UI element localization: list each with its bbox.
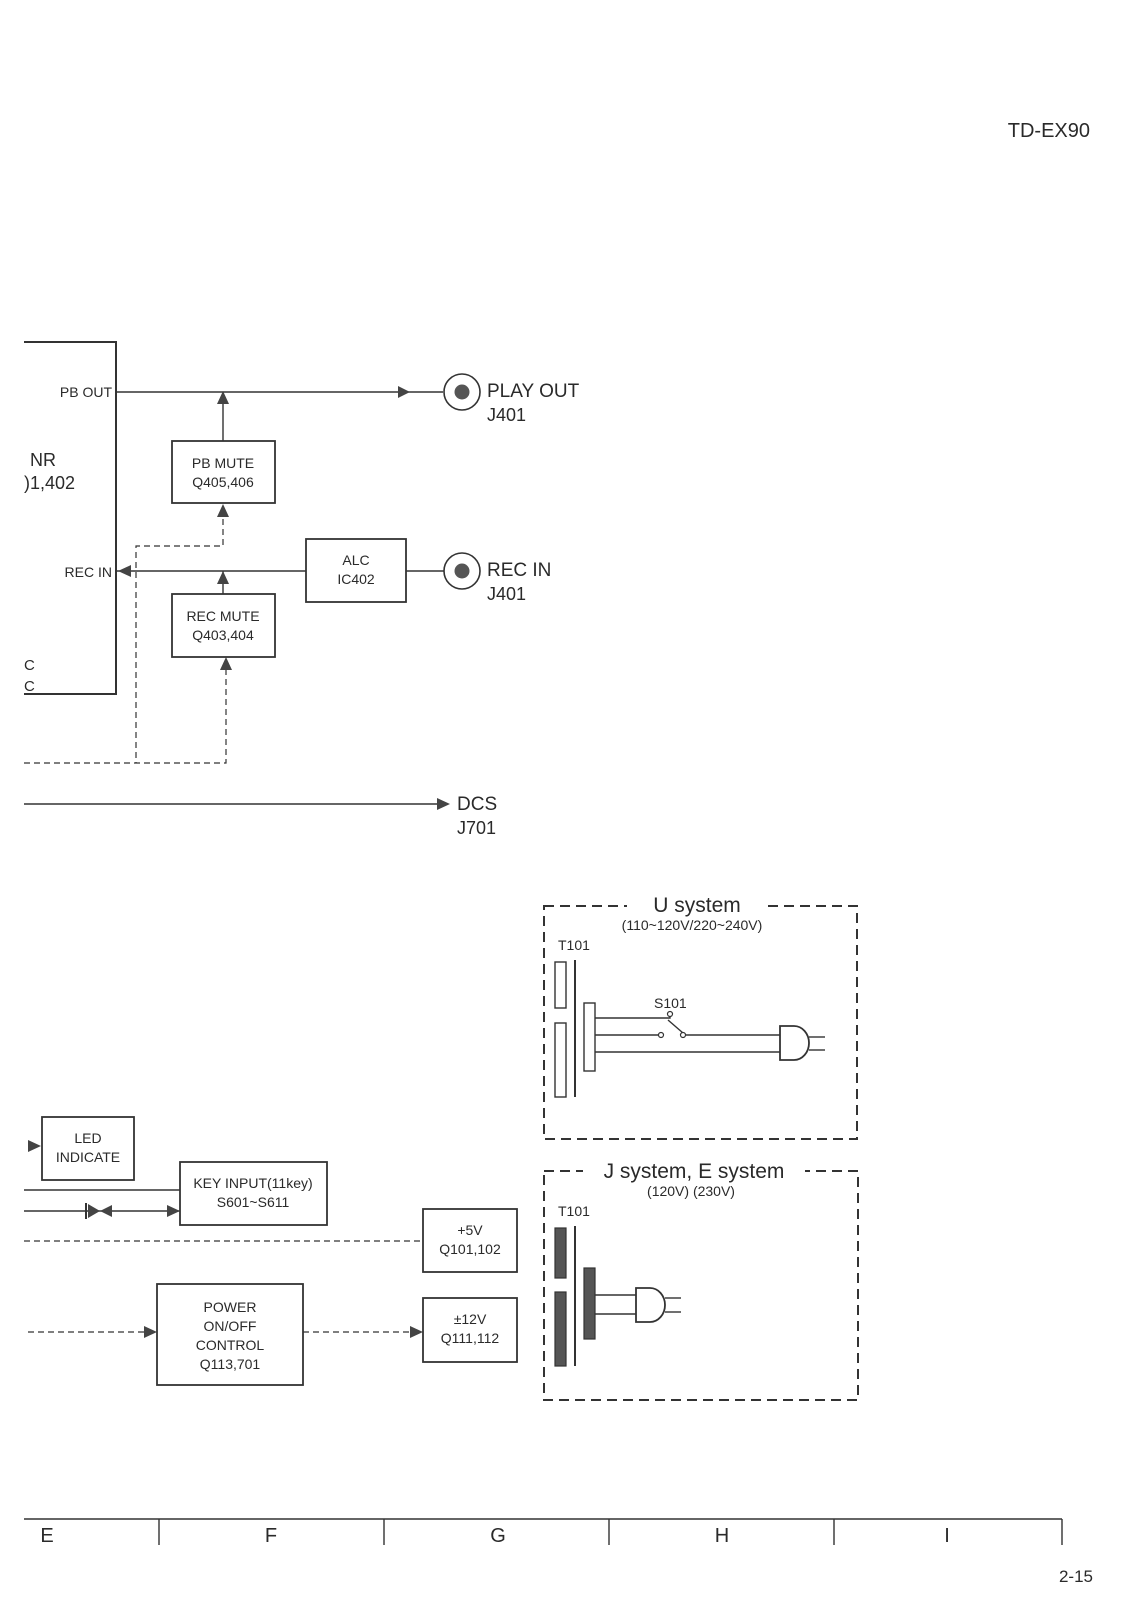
grid-column-i: I: [944, 1525, 950, 1547]
pb-out-label: PB OUT: [60, 384, 113, 400]
led-indicate-label: INDICATE: [56, 1149, 120, 1165]
plus12v-block: [422, 1297, 518, 1363]
plus5v-block: [422, 1208, 518, 1273]
rec-mute-up-arrow: [217, 571, 229, 584]
u-system-title-bg: [627, 893, 767, 917]
u-transformer-label: T101: [558, 937, 590, 953]
plus12v-label: ±12V: [454, 1311, 487, 1327]
alc-label: ALC: [342, 552, 369, 568]
rec-in-connector-label: REC IN: [487, 560, 551, 581]
pb-mute-block: [171, 440, 276, 504]
u-switch-label: S101: [654, 995, 687, 1011]
power-onoff-label: ON/OFF: [204, 1318, 257, 1334]
power-control-label: CONTROL: [196, 1337, 265, 1353]
pb-out-arrow: [398, 386, 410, 398]
rec-mute-label: REC MUTE: [186, 608, 259, 624]
rec-in-jack-pin: [454, 563, 470, 579]
key-input-arrow: [167, 1205, 180, 1217]
rec-mute-block: [171, 593, 276, 658]
alc-ref: IC402: [337, 571, 375, 587]
plus5v-label: +5V: [457, 1222, 483, 1238]
je-power-plug-icon: [635, 1287, 681, 1323]
nr-label: NR: [30, 450, 56, 470]
grid-column-h: H: [715, 1525, 729, 1547]
u-power-plug-icon: [779, 1025, 825, 1061]
grid-reference-bar: [24, 1518, 1063, 1545]
rec-mute-control-dash: [24, 660, 227, 764]
model-number: TD-EX90: [1008, 120, 1090, 142]
rec-mute-ref: Q403,404: [192, 627, 254, 643]
key-input-block: [179, 1161, 328, 1226]
play-out-label: PLAY OUT: [487, 381, 580, 402]
u-system-voltage: (110~120V/220~240V): [622, 917, 763, 933]
page-number: 2-15: [1059, 1567, 1093, 1586]
je-system-title-bg: [583, 1159, 805, 1185]
led-label: LED: [74, 1130, 101, 1146]
pb-mute-label: PB MUTE: [192, 455, 254, 471]
nr-fragment-c1: C: [24, 657, 35, 674]
grid-column-e: E: [40, 1525, 53, 1547]
je-system-voltage: (120V) (230V): [647, 1183, 735, 1199]
nr-block: [24, 341, 117, 695]
nr-ref-label: )1,402: [24, 473, 75, 493]
rec-in-connector-ref: J401: [487, 584, 526, 604]
u-transformer: [554, 960, 596, 1098]
key-input-ref: S601~S611: [217, 1194, 290, 1210]
play-out-ref: J401: [487, 405, 526, 425]
je-transformer: [554, 1226, 636, 1367]
power-control-block: [156, 1283, 304, 1386]
power-input-arrow: [144, 1326, 157, 1338]
key-input-label: KEY INPUT(11key): [193, 1175, 312, 1191]
power-control-ref: Q113,701: [200, 1356, 261, 1372]
power-to-12v-arrow: [410, 1326, 423, 1338]
rec-in-arrow: [118, 565, 131, 577]
dcs-arrow: [437, 798, 450, 810]
pb-mute-ref: Q405,406: [192, 474, 254, 490]
play-out-jack-pin: [454, 384, 470, 400]
grid-column-g: G: [490, 1525, 506, 1547]
rec-mute-control-arrow: [220, 657, 232, 670]
nr-fragment-c2: C: [24, 678, 35, 695]
u-power-switch: [595, 1010, 780, 1053]
grid-column-f: F: [265, 1525, 277, 1547]
led-input-arrow: [28, 1140, 41, 1152]
dcs-label: DCS: [457, 794, 497, 815]
u-system-title: U system: [653, 894, 741, 917]
rec-in-label: REC IN: [65, 564, 112, 580]
key-diode-arrow: [100, 1205, 112, 1217]
power-label: POWER: [204, 1299, 257, 1315]
plus12v-ref: Q111,112: [441, 1330, 500, 1346]
plus5v-ref: Q101,102: [439, 1241, 501, 1257]
pb-mute-up-arrow: [217, 391, 229, 404]
led-indicate-block: [41, 1116, 135, 1181]
pb-mute-control-dash: [135, 519, 224, 763]
dcs-ref: J701: [457, 818, 496, 838]
diode-icon: [85, 1203, 100, 1219]
je-transformer-label: T101: [558, 1203, 590, 1219]
pb-mute-control-arrow: [217, 504, 229, 517]
je-system-title: J system, E system: [604, 1160, 785, 1183]
